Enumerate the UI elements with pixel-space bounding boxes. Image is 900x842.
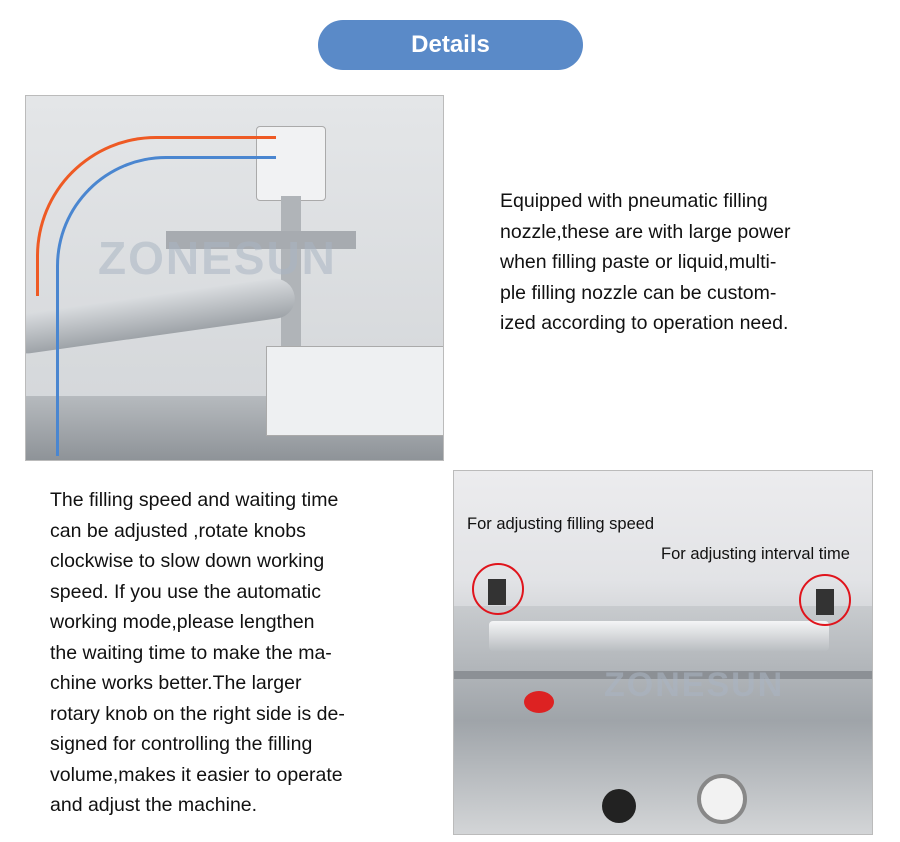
desc-line: when filling paste or liquid,multi-: [500, 251, 777, 273]
desc-line: ized according to operation need.: [500, 312, 789, 334]
mode-switch-knob: [602, 789, 636, 823]
knob-description: The filling speed and waiting time can b…: [50, 485, 430, 821]
zonesun-watermark: ZONESUN: [604, 666, 785, 704]
speed-callout: For adjusting filling speed: [467, 515, 655, 533]
desc-line: signed for controlling the filling: [50, 733, 313, 755]
nozzle-description: Equipped with pneumatic filling nozzle,t…: [500, 186, 860, 339]
blue-air-tube: [56, 156, 276, 456]
interval-callout: For adjusting interval time: [661, 545, 850, 563]
desc-line: speed. If you use the automatic: [50, 580, 322, 603]
desc-line: Equipped with pneumatic filling: [500, 190, 768, 212]
rod: [454, 671, 872, 679]
speed-knob-highlight: [472, 563, 524, 615]
desc-line: chine works better.The larger: [50, 672, 302, 694]
desc-line: working mode,please lengthen: [50, 611, 315, 633]
control-knobs-photo: For adjusting filling speed For adjustin…: [453, 470, 873, 835]
pressure-gauge: [697, 774, 747, 824]
emergency-stop-button: [524, 691, 554, 713]
details-header: Details: [318, 20, 583, 70]
zonesun-watermark: ZONESUN: [98, 232, 337, 284]
desc-line: and adjust the machine.: [50, 794, 258, 816]
desc-line: the waiting time to make the ma-: [50, 641, 332, 664]
valve-block: [266, 346, 443, 436]
cylinder: [489, 621, 829, 651]
desc-line: The filling speed and waiting time: [50, 489, 339, 511]
desc-line: can be adjusted ,rotate knobs: [50, 519, 306, 542]
details-title: Details: [411, 31, 490, 58]
pneumatic-nozzle-photo: ZONESUN: [25, 95, 444, 461]
desc-line: ple filling nozzle can be custom-: [500, 281, 777, 304]
interval-knob-highlight: [799, 574, 851, 626]
desc-line: clockwise to slow down working: [50, 550, 325, 572]
desc-line: volume,makes it easier to operate: [50, 763, 343, 786]
desc-line: nozzle,these are with large power: [500, 220, 791, 243]
desc-line: rotary knob on the right side is de-: [50, 702, 345, 725]
